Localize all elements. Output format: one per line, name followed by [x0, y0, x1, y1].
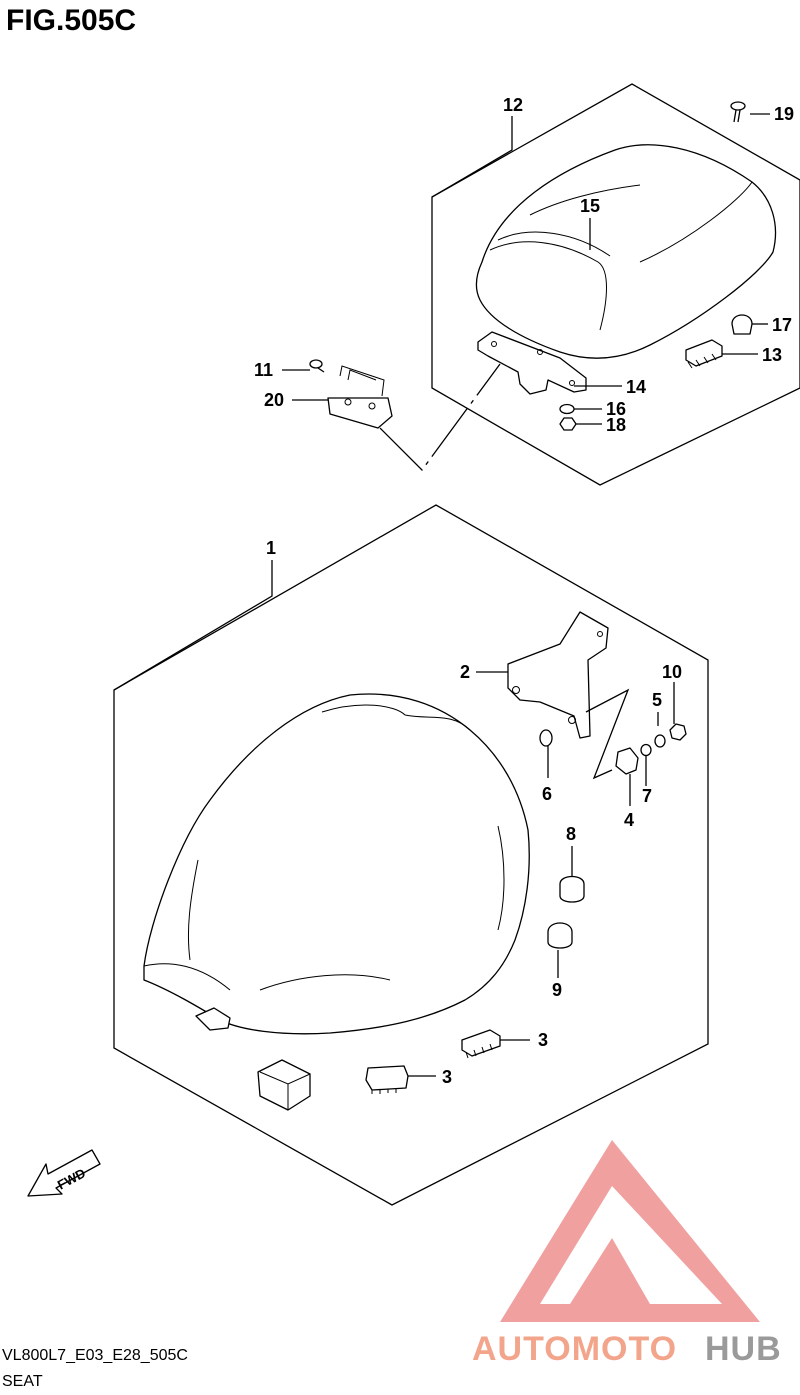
pillion-seat — [475, 144, 777, 359]
callout-16: 16 — [606, 399, 626, 419]
pillion-seat-group-outline — [431, 83, 800, 486]
callout-15: 15 — [580, 196, 600, 216]
rubber-cushion-3b — [365, 1065, 409, 1094]
callout-18: 18 — [606, 415, 626, 435]
figure-caption: SEAT — [2, 1373, 43, 1390]
washer-16 — [559, 403, 575, 415]
watermark-text-automoto: AUTOMOTO — [472, 1330, 677, 1368]
seat-bracket-2 — [507, 611, 609, 739]
seat-strap-bracket — [327, 365, 393, 429]
fwd-direction-arrow: FWD — [27, 1149, 101, 1197]
nut-10 — [669, 723, 687, 741]
bushing-5 — [654, 734, 666, 748]
pillion-bracket — [477, 331, 587, 395]
main-seat-group-outline — [113, 504, 709, 1206]
cap-nut-17 — [731, 314, 753, 335]
callout-8: 8 — [566, 824, 576, 844]
tool-kit-box — [257, 1059, 311, 1111]
callout-2: 2 — [460, 662, 470, 682]
cushion-8 — [559, 875, 585, 903]
break-line — [585, 688, 630, 780]
rubber-cushion-13 — [685, 339, 723, 369]
leader-lines — [113, 113, 770, 1077]
stopper-4 — [615, 747, 639, 775]
bolt-11 — [309, 359, 325, 373]
main-seat — [143, 693, 530, 1035]
callout-13: 13 — [762, 345, 782, 365]
screw-19 — [730, 101, 746, 123]
callout-4: 4 — [624, 810, 634, 830]
callout-9: 9 — [552, 980, 562, 1000]
callout-3b: 3 — [442, 1067, 452, 1087]
washer-6 — [539, 729, 553, 747]
watermark-triangle-icon — [500, 1140, 760, 1322]
callout-7: 7 — [642, 786, 652, 806]
callout-11: 11 — [254, 360, 273, 380]
figure-code: VL800L7_E03_E28_505C — [2, 1347, 188, 1364]
watermark-logo — [500, 1140, 760, 1322]
nut-18 — [559, 417, 577, 431]
callout-17: 17 — [772, 315, 792, 335]
callout-14: 14 — [626, 377, 646, 397]
figure-title: FIG.505C — [6, 4, 136, 37]
connector-line — [379, 363, 501, 471]
callout-10: 10 — [662, 662, 682, 682]
rubber-cushion-3a — [461, 1029, 501, 1059]
callout-19: 19 — [774, 104, 794, 124]
callout-20: 20 — [264, 390, 284, 410]
cushion-9 — [547, 922, 573, 949]
callout-1: 1 — [266, 538, 276, 558]
callout-5: 5 — [652, 690, 662, 710]
callout-6: 6 — [542, 784, 552, 804]
collar-7 — [640, 743, 652, 757]
watermark-text-hub: HUB — [705, 1330, 782, 1368]
callout-3a: 3 — [538, 1030, 548, 1050]
callout-12: 12 — [503, 95, 523, 115]
